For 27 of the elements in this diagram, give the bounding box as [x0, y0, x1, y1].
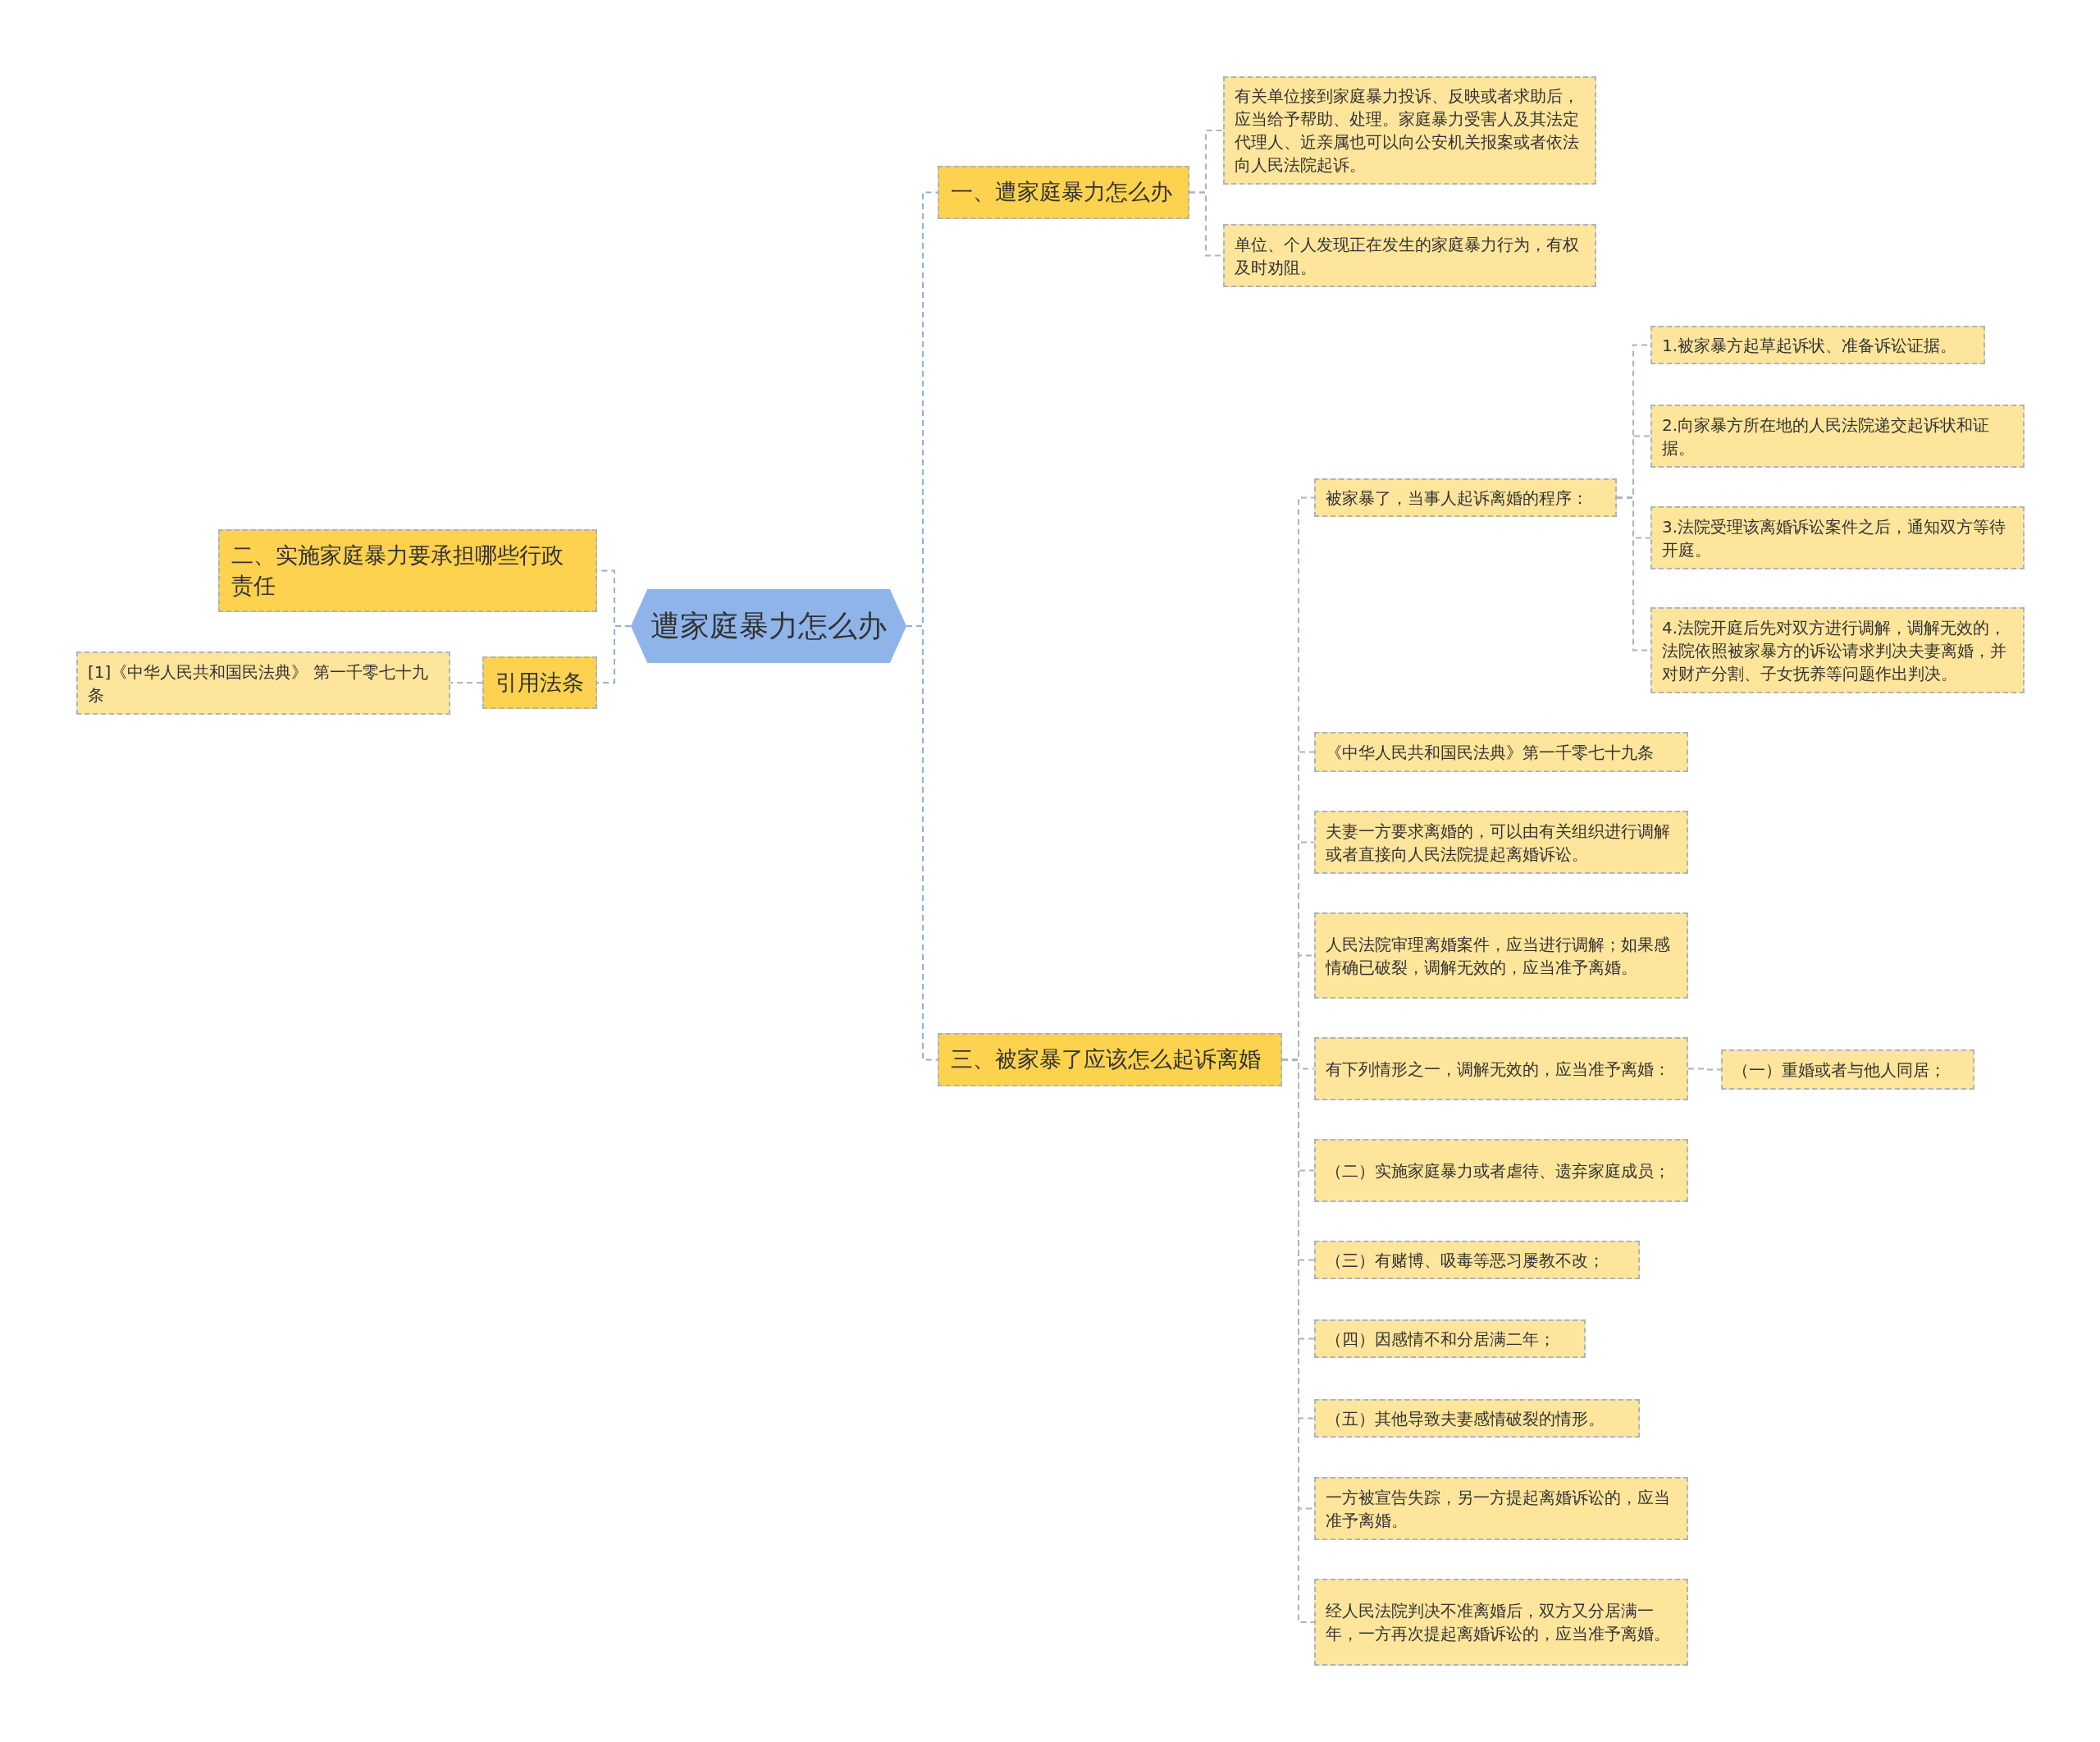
text-box: 被家暴了，当事人起诉离婚的程序： [1314, 478, 1617, 517]
text-box: 1.被家暴方起草起诉状、准备诉讼证据。 [1650, 326, 1985, 364]
text-box: 经人民法院判决不准离婚后，双方又分居满一年，一方再次提起离婚诉讼的，应当准予离婚。 [1314, 1579, 1688, 1666]
text-box: （五）其他导致夫妻感情破裂的情形。 [1314, 1399, 1640, 1438]
topic-box: 三、被家暴了应该怎么起诉离婚 [938, 1033, 1282, 1086]
text-box: （三）有赌博、吸毒等恶习屡教不改； [1314, 1241, 1640, 1279]
text-box: 4.法院开庭后先对双方进行调解，调解无效的，法院依照被家暴方的诉讼请求判决夫妻离婚，并对财产分割、子女抚养等问题作出判决。 [1650, 607, 2025, 693]
text-box: （一）重婚或者与他人同居； [1721, 1049, 1974, 1090]
connector-line [1687, 1068, 1722, 1071]
text-box: （四）因感情不和分居满二年； [1314, 1319, 1586, 1358]
text-box: 夫妻一方要求离婚的，可以由有关组织进行调解或者直接向人民法院提起离婚诉讼。 [1314, 811, 1688, 874]
text-box: 一方被宣告失踪，另一方提起离婚诉讼的，应当准予离婚。 [1314, 1477, 1688, 1540]
text-box: 3.法院受理该离婚诉讼案件之后，通知双方等待开庭。 [1650, 506, 2025, 569]
text-box: 单位、个人发现正在发生的家庭暴力行为，有权及时劝阻。 [1223, 224, 1596, 287]
text-box: 有下列情形之一，调解无效的，应当准予离婚： [1314, 1037, 1688, 1100]
topic-box: 一、遭家庭暴力怎么办 [938, 166, 1189, 219]
text-box: （二）实施家庭暴力或者虐待、遗弃家庭成员； [1314, 1139, 1688, 1202]
topic-box: 引用法条 [482, 656, 597, 709]
text-box: 2.向家暴方所在地的人民法院递交起诉状和证据。 [1650, 405, 2025, 468]
topic-box: 二、实施家庭暴力要承担哪些行政责任 [218, 529, 597, 612]
connector-line [450, 682, 483, 684]
central-topic: 遭家庭暴力怎么办 [631, 589, 906, 663]
text-box: [1]《中华人民共和国民法典》 第一千零七十九条 [76, 652, 450, 715]
text-box: 人民法院审理离婚案件，应当进行调解；如果感情确已破裂，调解无效的，应当准予离婚。 [1314, 912, 1688, 999]
connector-line [596, 625, 632, 684]
text-box: 有关单位接到家庭暴力投诉、反映或者求助后，应当给予帮助、处理。家庭暴力受害人及其法定代理人、近亲属也可以向公安机关报案或者依法向人民法院起诉。 [1223, 76, 1596, 185]
text-box: 《中华人民共和国民法典》第一千零七十九条 [1314, 732, 1688, 772]
